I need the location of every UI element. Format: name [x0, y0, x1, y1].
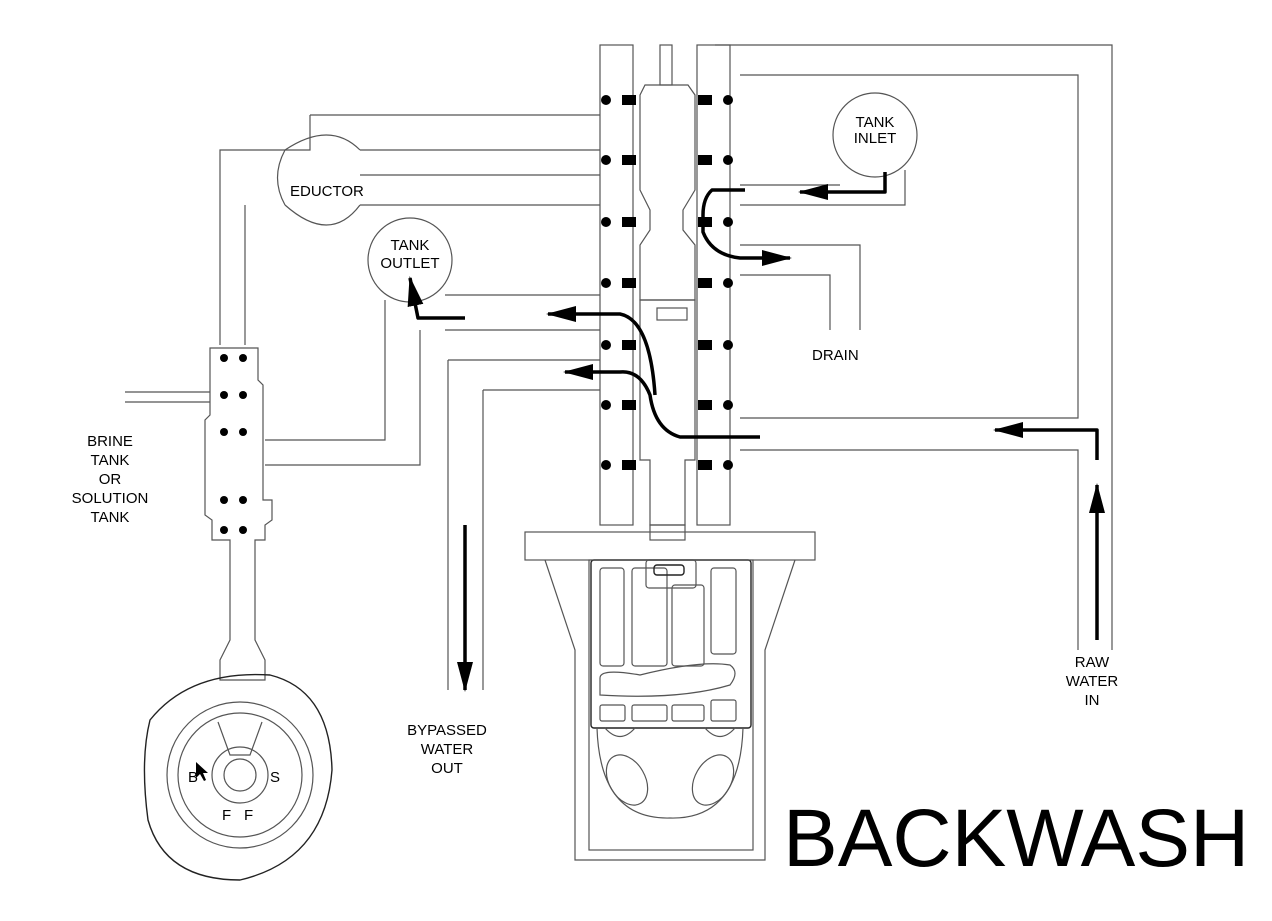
dial-letter-s: S: [270, 769, 280, 786]
seal-rings: [601, 95, 733, 470]
svg-text:IN: IN: [1085, 692, 1100, 709]
label-bypassed-water-out: BYPASSED WATER OUT: [407, 722, 487, 777]
label-raw-water-in: RAW WATER IN: [1066, 654, 1119, 709]
label-eductor: EDUCTOR: [290, 183, 364, 200]
svg-text:BRINE: BRINE: [87, 433, 133, 450]
dial-letter-b: B: [188, 769, 198, 786]
piping: [125, 44, 1113, 690]
svg-text:BYPASSED: BYPASSED: [407, 722, 487, 739]
label-tank-outlet-1: TANK: [391, 237, 430, 254]
eductor: [276, 134, 361, 226]
svg-text:WATER: WATER: [1066, 673, 1119, 690]
cursor-icon: [196, 762, 208, 781]
svg-text:TANK: TANK: [91, 452, 130, 469]
label-drain: DRAIN: [812, 347, 859, 364]
dial-letter-f2: F: [244, 807, 253, 824]
label-tank-outlet-2: OUTLET: [380, 255, 439, 272]
flow-arrows: [407, 172, 1105, 692]
label-brine-tank: BRINE TANK OR SOLUTION TANK: [72, 433, 149, 526]
cam-dial[interactable]: S F F B: [143, 673, 333, 881]
svg-text:RAW: RAW: [1075, 654, 1110, 671]
diagram-title: BACKWASH: [783, 793, 1249, 884]
dial-letter-f1: F: [222, 807, 231, 824]
svg-text:OR: OR: [99, 471, 122, 488]
svg-text:SOLUTION: SOLUTION: [72, 490, 149, 507]
tank-inlet-port: [832, 92, 918, 178]
label-tank-inlet-1: TANK: [856, 114, 895, 131]
label-tank-inlet-2: INLET: [854, 130, 897, 147]
svg-text:WATER: WATER: [421, 741, 474, 758]
brine-valve: [204, 347, 273, 681]
svg-text:TANK: TANK: [91, 509, 130, 526]
valve-body: [599, 44, 733, 541]
svg-text:OUT: OUT: [431, 760, 463, 777]
valve-housing: [524, 531, 816, 861]
